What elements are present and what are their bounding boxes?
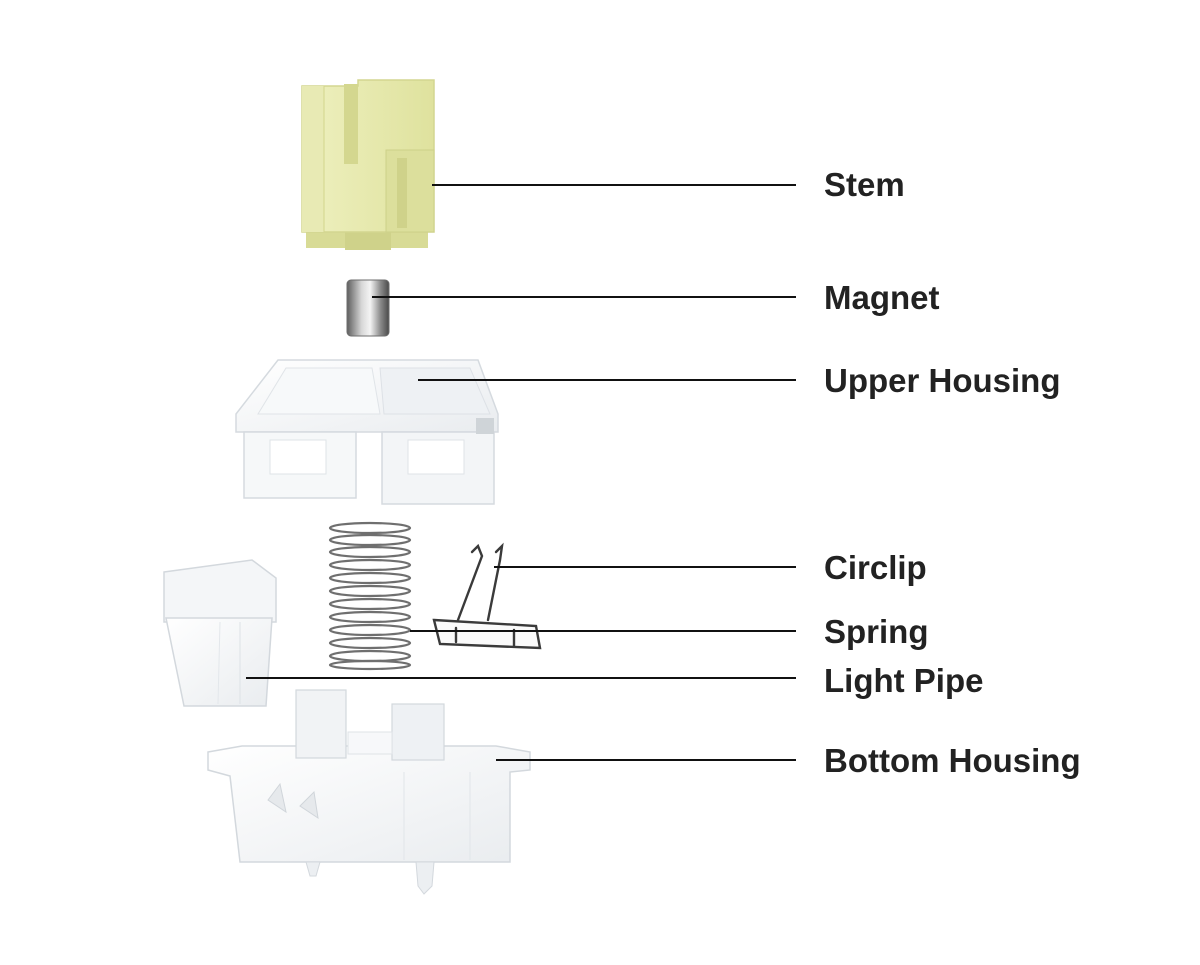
stem-part [301, 79, 435, 250]
label-spring: Spring [824, 613, 929, 650]
magnet-part [346, 279, 390, 337]
light-pipe-part [163, 559, 277, 707]
label-circlip: Circlip [824, 549, 927, 586]
bottom-housing-part [207, 689, 531, 895]
label-light-pipe: Light Pipe [824, 662, 984, 699]
upper-housing-part [235, 359, 499, 505]
label-magnet: Magnet [824, 279, 940, 316]
leader-lines [246, 184, 796, 761]
label-upper-housing: Upper Housing [824, 362, 1061, 399]
label-bottom-housing: Bottom Housing [824, 742, 1081, 779]
spring-part [328, 521, 412, 671]
label-stem: Stem [824, 166, 905, 203]
circlip-part [432, 542, 542, 650]
